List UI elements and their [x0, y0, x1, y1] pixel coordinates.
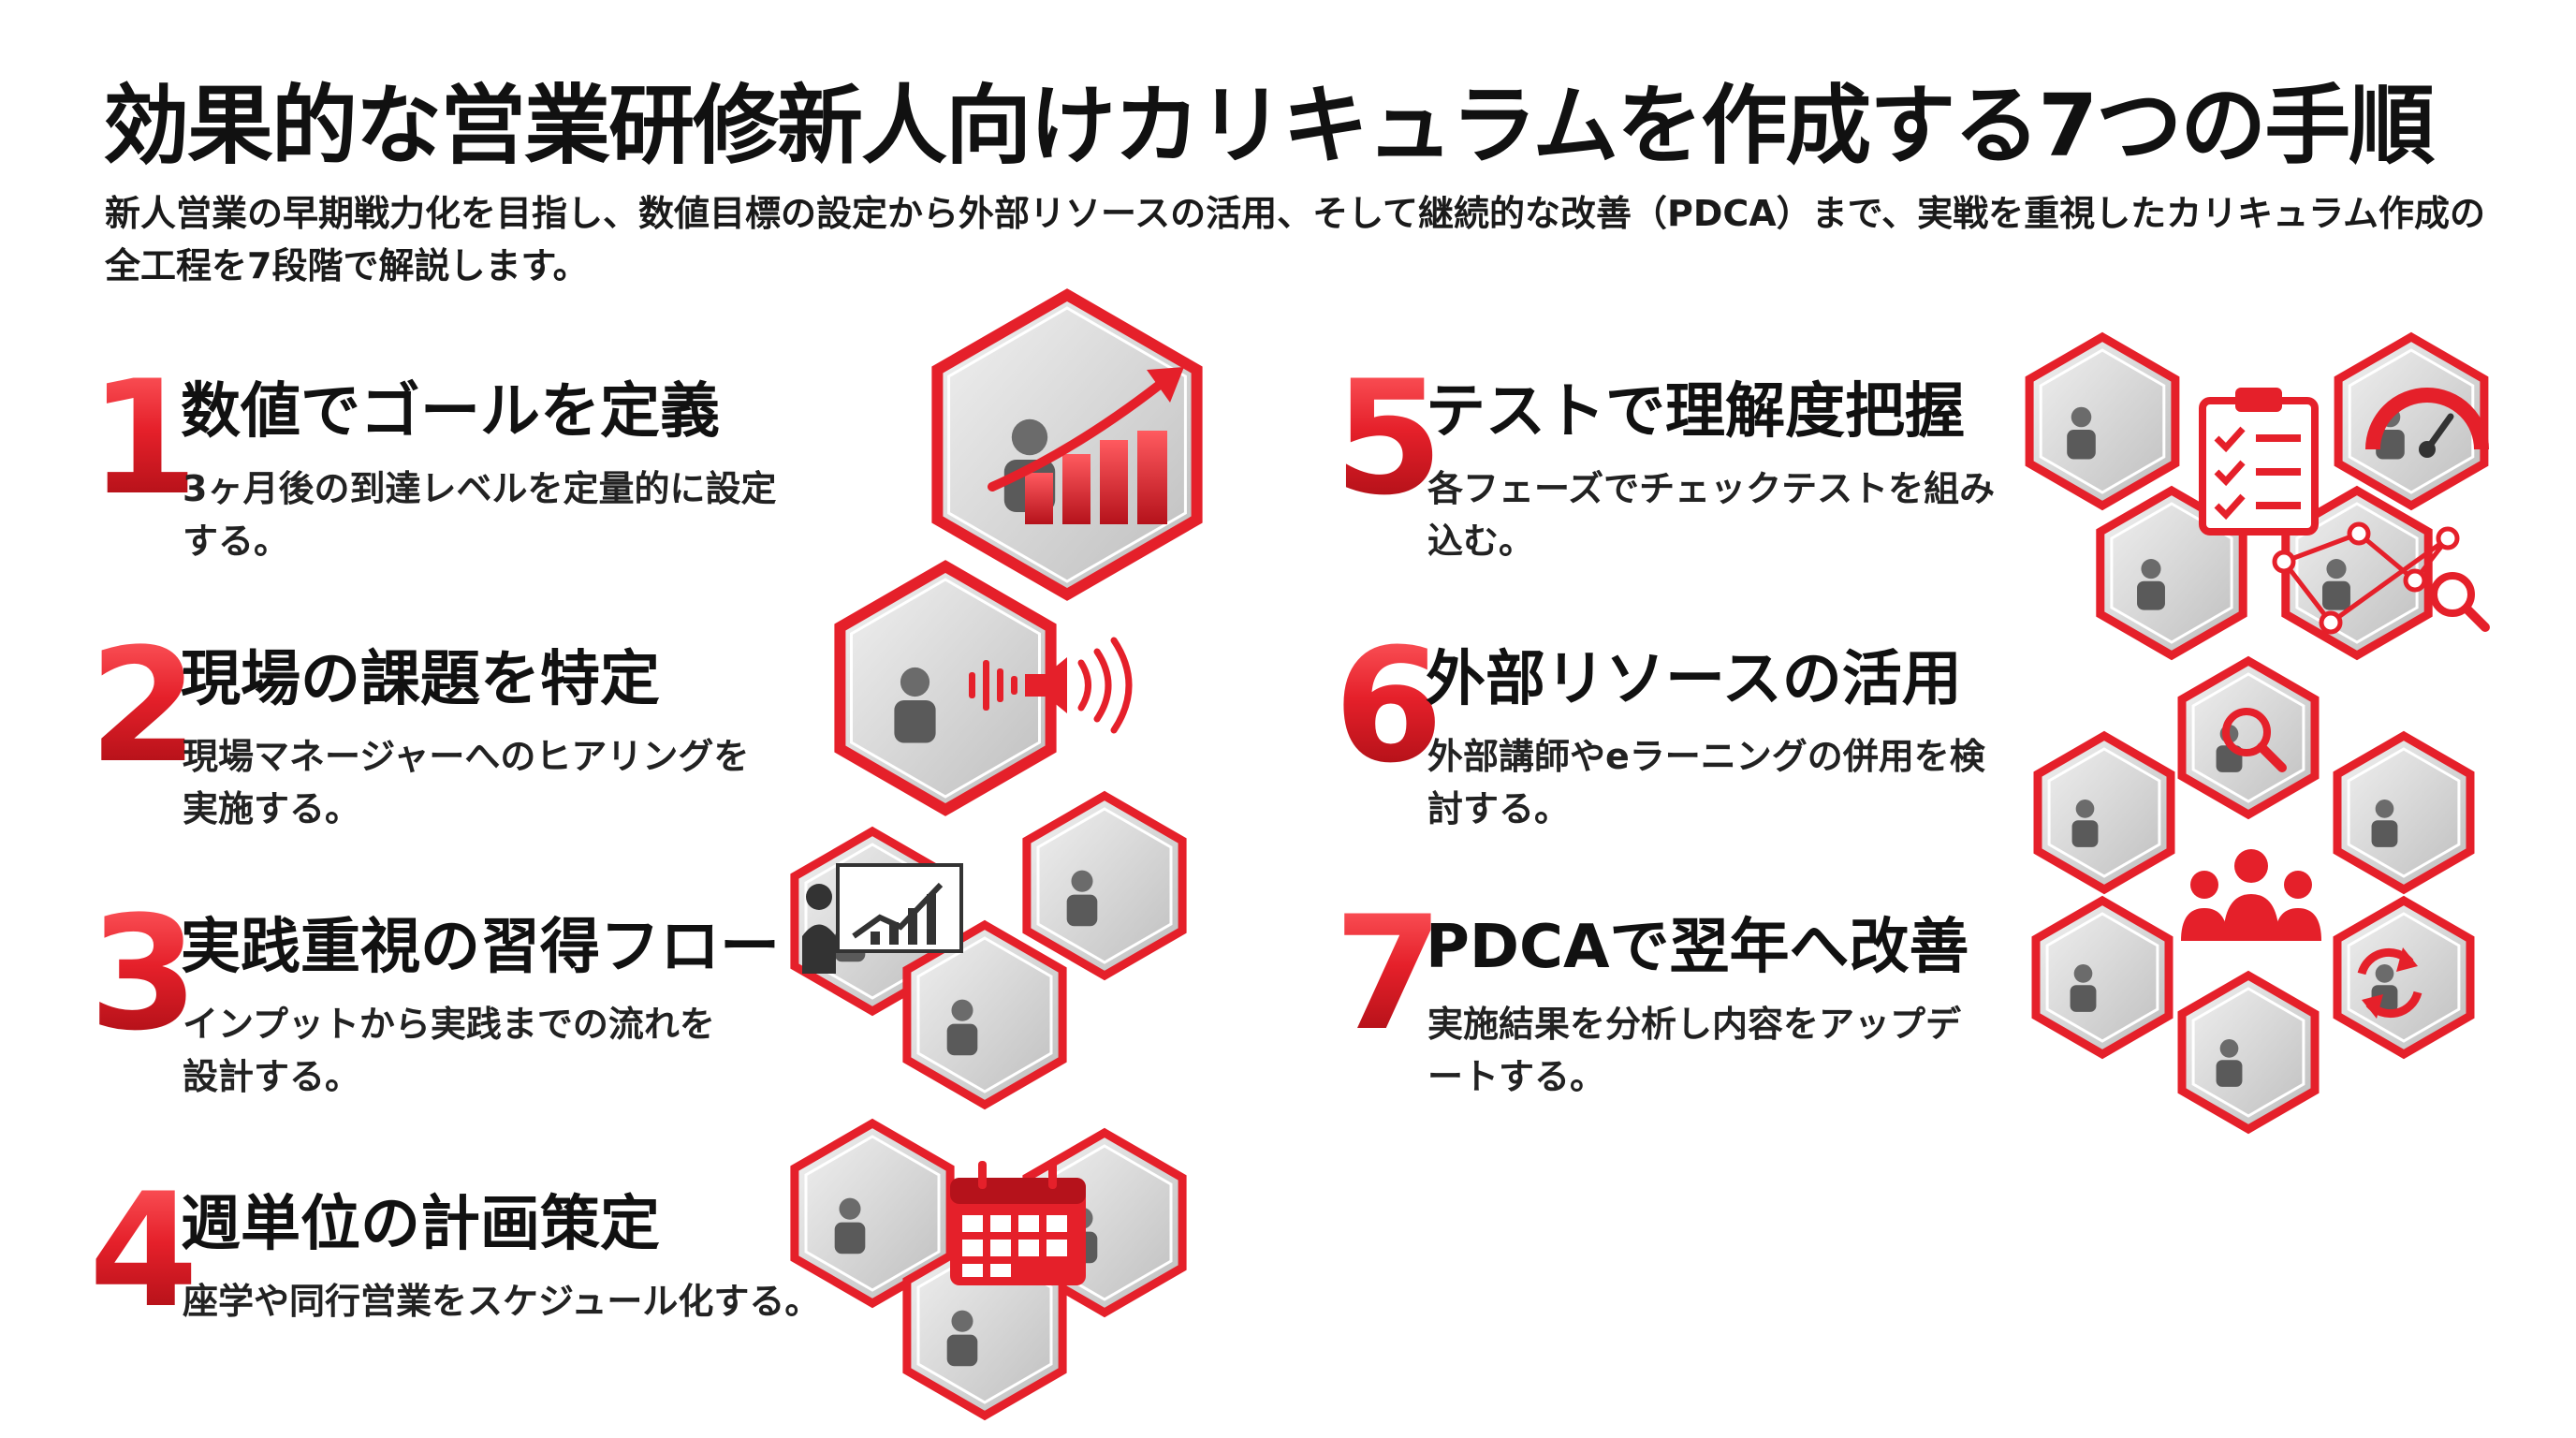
speaker-icon: [1025, 637, 1133, 734]
person-silhouette-icon: [839, 1197, 861, 1220]
person-silhouette-icon: [951, 999, 973, 1021]
hexagon-photo-tile: [2334, 331, 2489, 511]
step-number: 4: [89, 1159, 198, 1343]
hexagon-photo-tile: [2177, 655, 2320, 820]
step-title: PDCAで翌年へ改善: [1426, 913, 1969, 982]
person-silhouette-icon: [2071, 406, 2092, 428]
person-silhouette-icon: [1071, 870, 1093, 892]
hexagon-photo-tile: [2333, 730, 2475, 895]
person-silhouette-icon: [2137, 580, 2165, 610]
hexagon-inner-border: [804, 1135, 941, 1292]
hexagon-photo-tile: [2025, 331, 2180, 511]
hexagon-photo-tile: [2177, 970, 2320, 1135]
hexagon-inner-border: [2347, 912, 2461, 1043]
gauge-icon: [2365, 388, 2489, 458]
hexagon-inner-border: [2347, 747, 2461, 878]
hexagon-photo-tile: [902, 919, 1067, 1110]
step-description: 各フェーズでチェックテストを組み込む。: [1427, 468, 1996, 562]
person-silhouette-icon: [2376, 430, 2405, 460]
step-description: 実施結果を分析し内容をアップデートする。: [1427, 1004, 1962, 1097]
person-silhouette-icon: [2075, 800, 2095, 818]
step-number: 3: [89, 882, 198, 1065]
hexagon-inner-border: [850, 578, 1041, 799]
person-silhouette-icon: [894, 700, 936, 743]
hexagon-inner-border: [2191, 672, 2305, 803]
person-silhouette-icon: [900, 667, 930, 697]
step-title: 数値でゴールを定義: [181, 377, 720, 447]
hexagon-inner-border: [2191, 987, 2305, 1118]
step-number: 1: [89, 346, 198, 530]
step-number: 5: [1334, 346, 1443, 530]
step-number: 6: [1334, 614, 1443, 798]
refresh-icon: [2357, 947, 2422, 1019]
person-silhouette-icon: [2216, 1060, 2243, 1087]
step-description: インプットから実践までの流れを設計する。: [183, 1004, 715, 1097]
hexagon-inner-border: [2348, 348, 2475, 494]
person-silhouette-icon: [2073, 964, 2093, 983]
step-title: 実践重視の習得フロー: [181, 913, 780, 982]
page-subtitle: 新人営業の早期戦力化を目指し、数値目標の設定から外部リソースの活用、そして継続的…: [105, 193, 2485, 286]
growth-chart-icon: [988, 367, 1184, 524]
hexagon-photo-tile: [1022, 790, 1187, 981]
person-silhouette-icon: [2375, 964, 2394, 983]
hexagon-photo-tile: [834, 560, 1057, 816]
step-description: 現場マネージャーへのヒアリングを実施する。: [183, 736, 750, 829]
person-silhouette-icon: [2375, 800, 2394, 818]
step-title: テストで理解度把握: [1426, 377, 1965, 447]
hexagon-inner-border: [2039, 348, 2166, 494]
person-silhouette-icon: [2141, 559, 2161, 580]
person-silhouette-icon: [946, 1334, 978, 1367]
person-silhouette-icon: [2219, 1039, 2239, 1058]
hexagon-inner-border: [2295, 502, 2419, 644]
hexagon-inner-border: [2045, 912, 2159, 1043]
person-silhouette-icon: [834, 1222, 866, 1255]
person-silhouette-icon: [1011, 418, 1048, 456]
step-number: 2: [89, 614, 198, 798]
person-silhouette-icon: [2070, 985, 2097, 1012]
hexagon-inner-border: [947, 306, 1187, 583]
page-title: 効果的な営業研修新人向けカリキュラムを作成する7つの手順: [103, 76, 2435, 176]
step-description: 外部講師やeラーニングの併用を検討する。: [1427, 736, 1985, 829]
clipboard-checklist-icon: [2199, 388, 2319, 536]
hexagon-photo-tile: [790, 1118, 955, 1309]
calendar-icon: [950, 1161, 1086, 1285]
hexagon-inner-border: [2110, 502, 2233, 644]
step-title: 外部リソースの活用: [1426, 645, 1962, 714]
hexagon-inner-border: [2047, 747, 2161, 878]
step-title: 現場の課題を特定: [181, 645, 660, 714]
person-silhouette-icon: [2322, 580, 2350, 610]
sound-wave-icon: [969, 660, 1017, 711]
network-graph-icon: [2272, 521, 2460, 635]
magnifier-icon: [2222, 572, 2490, 772]
person-silhouette-icon: [946, 1023, 978, 1056]
step-description: 3ヶ月後の到達レベルを定量的に設定する。: [183, 468, 777, 562]
team-icon: [2181, 849, 2321, 941]
person-silhouette-icon: [2371, 820, 2398, 847]
person-silhouette-icon: [2067, 430, 2096, 460]
step-description: 座学や同行営業をスケジュール化する。: [183, 1281, 821, 1322]
step-number: 7: [1334, 882, 1443, 1065]
presentation-icon: [802, 863, 963, 974]
hexagon-inner-border: [916, 1247, 1053, 1404]
person-silhouette-icon: [2326, 559, 2347, 580]
hexagon-photo-tile: [2031, 895, 2174, 1060]
person-silhouette-icon: [1066, 894, 1098, 927]
person-silhouette-icon: [951, 1310, 973, 1332]
hexagon-photo-tile: [2333, 895, 2475, 1060]
step-title: 週単位の計画策定: [181, 1190, 660, 1259]
hexagon-inner-border: [1036, 807, 1173, 964]
hexagon-inner-border: [916, 936, 1053, 1093]
person-silhouette-icon: [2071, 820, 2099, 847]
hexagon-photo-tile: [2033, 730, 2175, 895]
